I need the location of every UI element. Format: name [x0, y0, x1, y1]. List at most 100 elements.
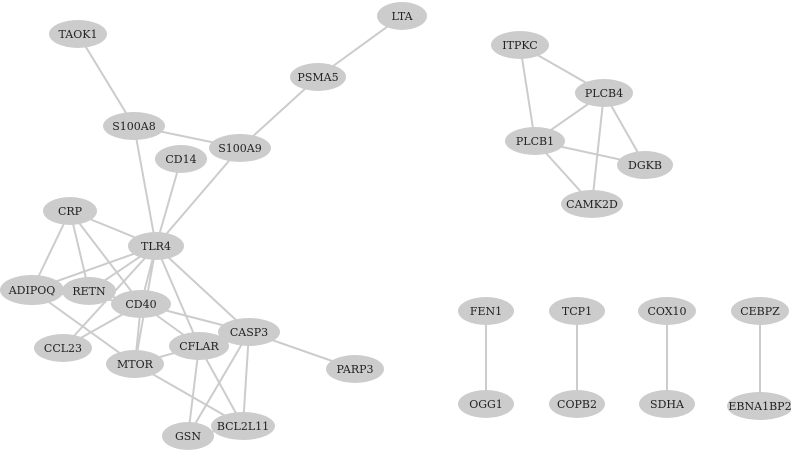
- node-shape: [211, 412, 275, 440]
- node-shape: [111, 290, 171, 318]
- node-casp3[interactable]: CASP3: [218, 318, 280, 346]
- node-shape: [290, 63, 346, 91]
- node-parp3[interactable]: PARP3: [326, 355, 384, 383]
- edge-tlr4-cflar: [155, 245, 200, 347]
- edge-cflar-gsn: [187, 345, 200, 437]
- node-shape: [49, 20, 107, 48]
- node-cd40[interactable]: CD40: [111, 290, 171, 318]
- node-label: COPB2: [557, 398, 597, 411]
- node-label: CASP3: [230, 326, 268, 339]
- edge-plcb4-camk2d: [591, 92, 605, 205]
- node-label: S100A8: [112, 120, 155, 133]
- node-ebna1bp2[interactable]: EBNA1BP2: [727, 392, 791, 420]
- node-shape: [617, 151, 673, 179]
- node-shape: [155, 145, 207, 173]
- node-label: LTA: [391, 10, 413, 23]
- node-label: FEN1: [470, 305, 502, 318]
- edge-taok1-s100a8: [77, 33, 135, 127]
- node-label: PLCB1: [516, 135, 554, 148]
- node-label: S100A9: [218, 142, 261, 155]
- node-shape: [162, 422, 214, 450]
- node-gsn[interactable]: GSN: [162, 422, 214, 450]
- edge-s100a9-tlr4: [155, 147, 241, 247]
- node-label: MTOR: [117, 358, 154, 371]
- node-plcb1[interactable]: PLCB1: [505, 127, 565, 155]
- node-shape: [43, 197, 97, 225]
- node-shape: [218, 318, 280, 346]
- node-tcp1[interactable]: TCP1: [549, 297, 605, 325]
- node-label: RETN: [72, 285, 106, 298]
- node-fen1[interactable]: FEN1: [458, 297, 514, 325]
- node-plcb4[interactable]: PLCB4: [575, 79, 633, 107]
- node-cox10[interactable]: COX10: [638, 297, 696, 325]
- node-shape: [549, 297, 605, 325]
- node-label: PARP3: [336, 363, 373, 376]
- node-bcl2l11[interactable]: BCL2L11: [211, 412, 275, 440]
- edge-cd14-tlr4: [155, 158, 182, 247]
- node-ogg1[interactable]: OGG1: [458, 390, 514, 418]
- node-retn[interactable]: RETN: [62, 277, 116, 305]
- node-label: CD14: [165, 153, 196, 166]
- node-label: PSMA5: [297, 71, 338, 84]
- node-shape: [0, 275, 64, 305]
- node-shape: [458, 297, 514, 325]
- node-label: COX10: [647, 305, 686, 318]
- node-label: CRP: [58, 205, 83, 218]
- node-mtor[interactable]: MTOR: [106, 350, 164, 378]
- node-shape: [638, 297, 696, 325]
- node-shape: [209, 134, 271, 162]
- node-cebpz[interactable]: CEBPZ: [731, 297, 789, 325]
- edge-itpkc-plcb1: [519, 44, 536, 142]
- node-label: TLR4: [141, 240, 171, 253]
- node-s100a8[interactable]: S100A8: [103, 112, 165, 140]
- node-label: TAOK1: [59, 28, 98, 41]
- node-copb2[interactable]: COPB2: [549, 390, 605, 418]
- node-label: GSN: [175, 430, 201, 443]
- node-crp[interactable]: CRP: [43, 197, 97, 225]
- node-label: CAMK2D: [566, 198, 618, 211]
- node-label: PLCB4: [585, 87, 623, 100]
- node-shape: [106, 350, 164, 378]
- node-shape: [561, 190, 623, 218]
- node-shape: [62, 277, 116, 305]
- node-shape: [505, 127, 565, 155]
- node-shape: [575, 79, 633, 107]
- node-label: CD40: [125, 298, 156, 311]
- node-lta[interactable]: LTA: [377, 2, 427, 30]
- node-itpkc[interactable]: ITPKC: [491, 31, 549, 59]
- node-shape: [128, 232, 184, 260]
- node-label: ADIPOQ: [8, 284, 56, 297]
- node-label: DGKB: [628, 159, 662, 172]
- edge-casp3-bcl2l11: [242, 331, 250, 427]
- node-label: CCL23: [44, 342, 82, 355]
- node-shape: [458, 390, 514, 418]
- node-taok1[interactable]: TAOK1: [49, 20, 107, 48]
- node-tlr4[interactable]: TLR4: [128, 232, 184, 260]
- node-s100a9[interactable]: S100A9: [209, 134, 271, 162]
- node-label: SDHA: [650, 398, 685, 411]
- node-shape: [491, 31, 549, 59]
- node-adipoq[interactable]: ADIPOQ: [0, 275, 64, 305]
- node-label: CFLAR: [179, 340, 219, 353]
- node-sdha[interactable]: SDHA: [639, 390, 695, 418]
- node-cd14[interactable]: CD14: [155, 145, 207, 173]
- node-shape: [727, 392, 791, 420]
- node-label: CEBPZ: [740, 305, 780, 318]
- node-shape: [549, 390, 605, 418]
- node-shape: [326, 355, 384, 383]
- node-camk2d[interactable]: CAMK2D: [561, 190, 623, 218]
- node-label: BCL2L11: [217, 420, 269, 433]
- node-ccl23[interactable]: CCL23: [34, 334, 92, 362]
- edge-tlr4-casp3: [155, 245, 250, 333]
- node-shape: [639, 390, 695, 418]
- node-label: TCP1: [562, 305, 592, 318]
- node-dgkb[interactable]: DGKB: [617, 151, 673, 179]
- node-label: EBNA1BP2: [728, 400, 791, 413]
- node-psma5[interactable]: PSMA5: [290, 63, 346, 91]
- edge-s100a8-tlr4: [133, 125, 157, 247]
- node-shape: [103, 112, 165, 140]
- node-cflar[interactable]: CFLAR: [169, 332, 229, 360]
